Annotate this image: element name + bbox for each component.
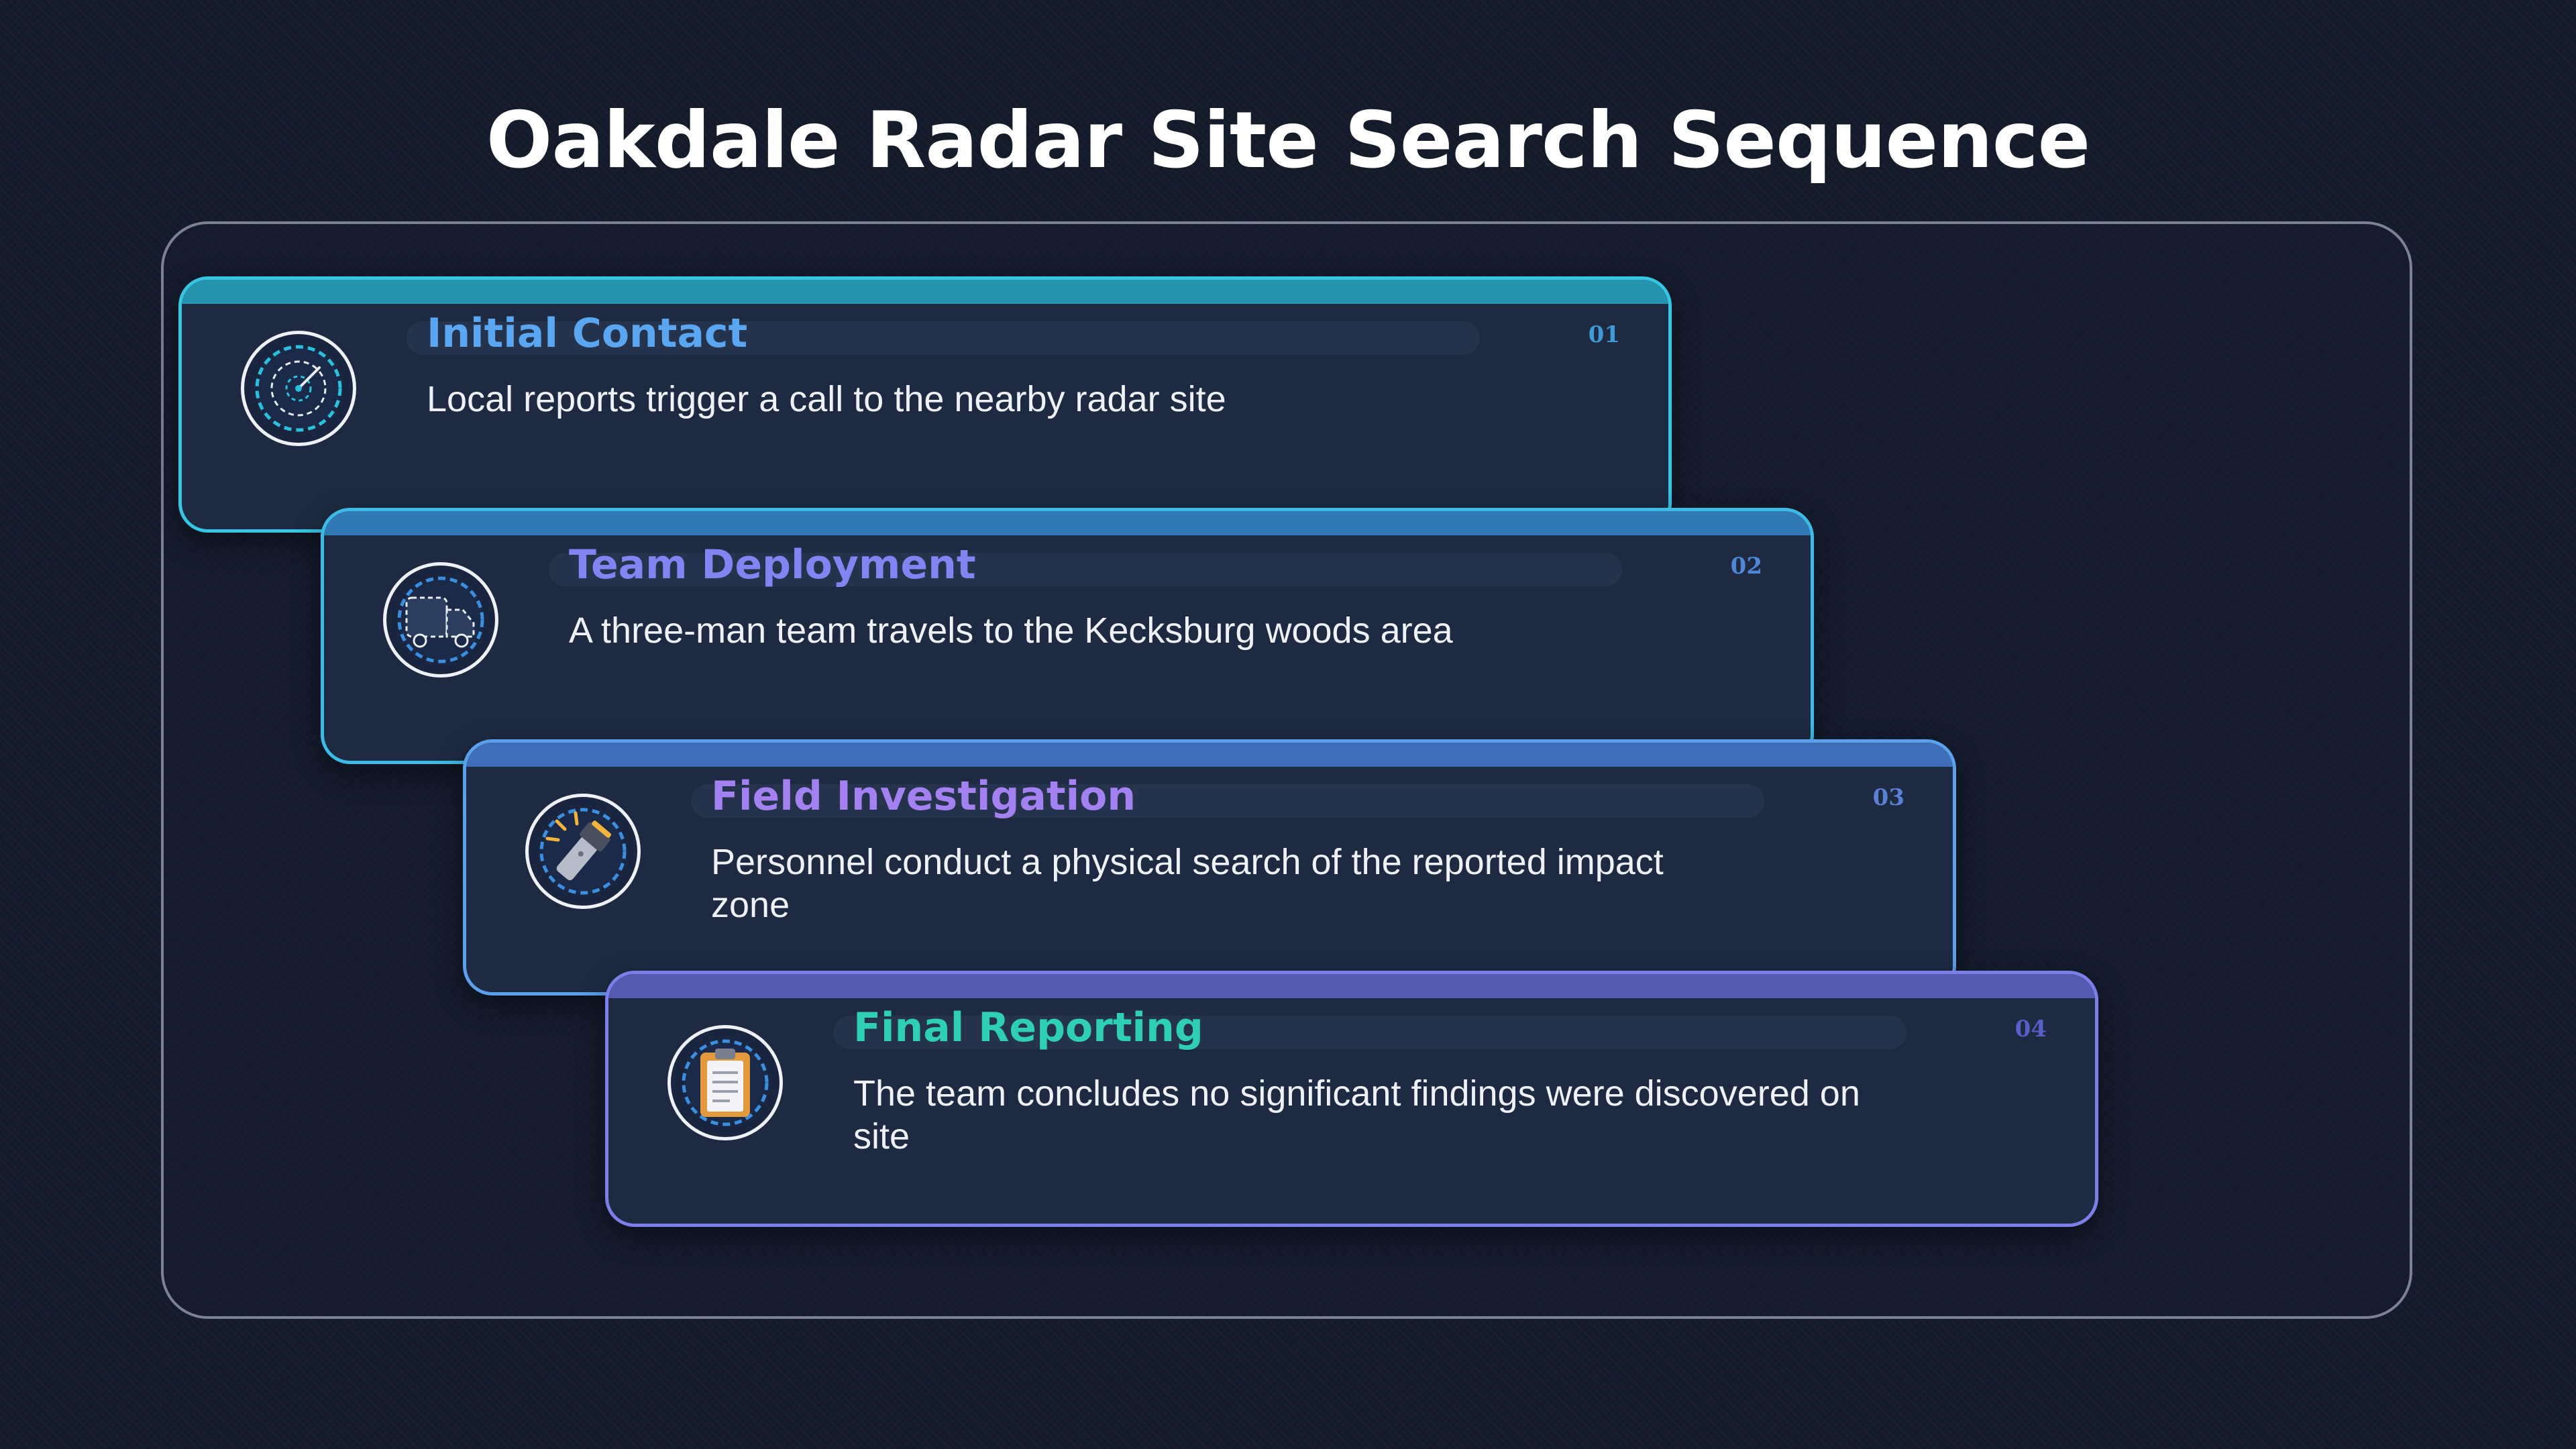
page-title: Oakdale Radar Site Search Sequence xyxy=(486,95,2090,186)
card-header-bar xyxy=(324,511,1811,535)
radar-icon xyxy=(241,331,356,446)
title-track xyxy=(407,321,1480,355)
step-description: Local reports trigger a call to the near… xyxy=(427,379,1226,419)
step-description: A three-man team travels to the Kecksbur… xyxy=(569,610,1453,651)
step-description: The team concludes no significant findin… xyxy=(853,1073,1860,1157)
step-title: Team Deployment xyxy=(569,541,976,588)
step-description: Personnel conduct a physical search of t… xyxy=(711,842,1664,925)
title-track xyxy=(549,553,1622,586)
flashlight-icon xyxy=(525,794,641,909)
card-header-bar xyxy=(182,280,1668,304)
step-number: 02 xyxy=(1730,553,1762,580)
step-card-3: Field Investigation 03 Personnel conduct… xyxy=(463,739,1956,996)
card-header-bar xyxy=(466,743,1953,767)
card-header-bar xyxy=(608,974,2095,998)
title-track xyxy=(691,784,1764,818)
step-title: Field Investigation xyxy=(711,773,1136,820)
truck-icon xyxy=(383,562,498,678)
step-title: Final Reporting xyxy=(853,1004,1203,1051)
step-number: 01 xyxy=(1588,321,1620,348)
clipboard-icon xyxy=(667,1025,783,1140)
step-card-2: Team Deployment 02 A three-man team trav… xyxy=(321,508,1814,764)
step-card-4: Final Reporting 04 The team concludes no… xyxy=(605,971,2098,1227)
step-number: 03 xyxy=(1872,784,1904,811)
step-title: Initial Contact xyxy=(427,310,748,357)
step-number: 04 xyxy=(2015,1016,2047,1042)
title-track xyxy=(833,1016,1907,1049)
step-card-1: Initial Contact 01 Local reports trigger… xyxy=(178,276,1672,533)
